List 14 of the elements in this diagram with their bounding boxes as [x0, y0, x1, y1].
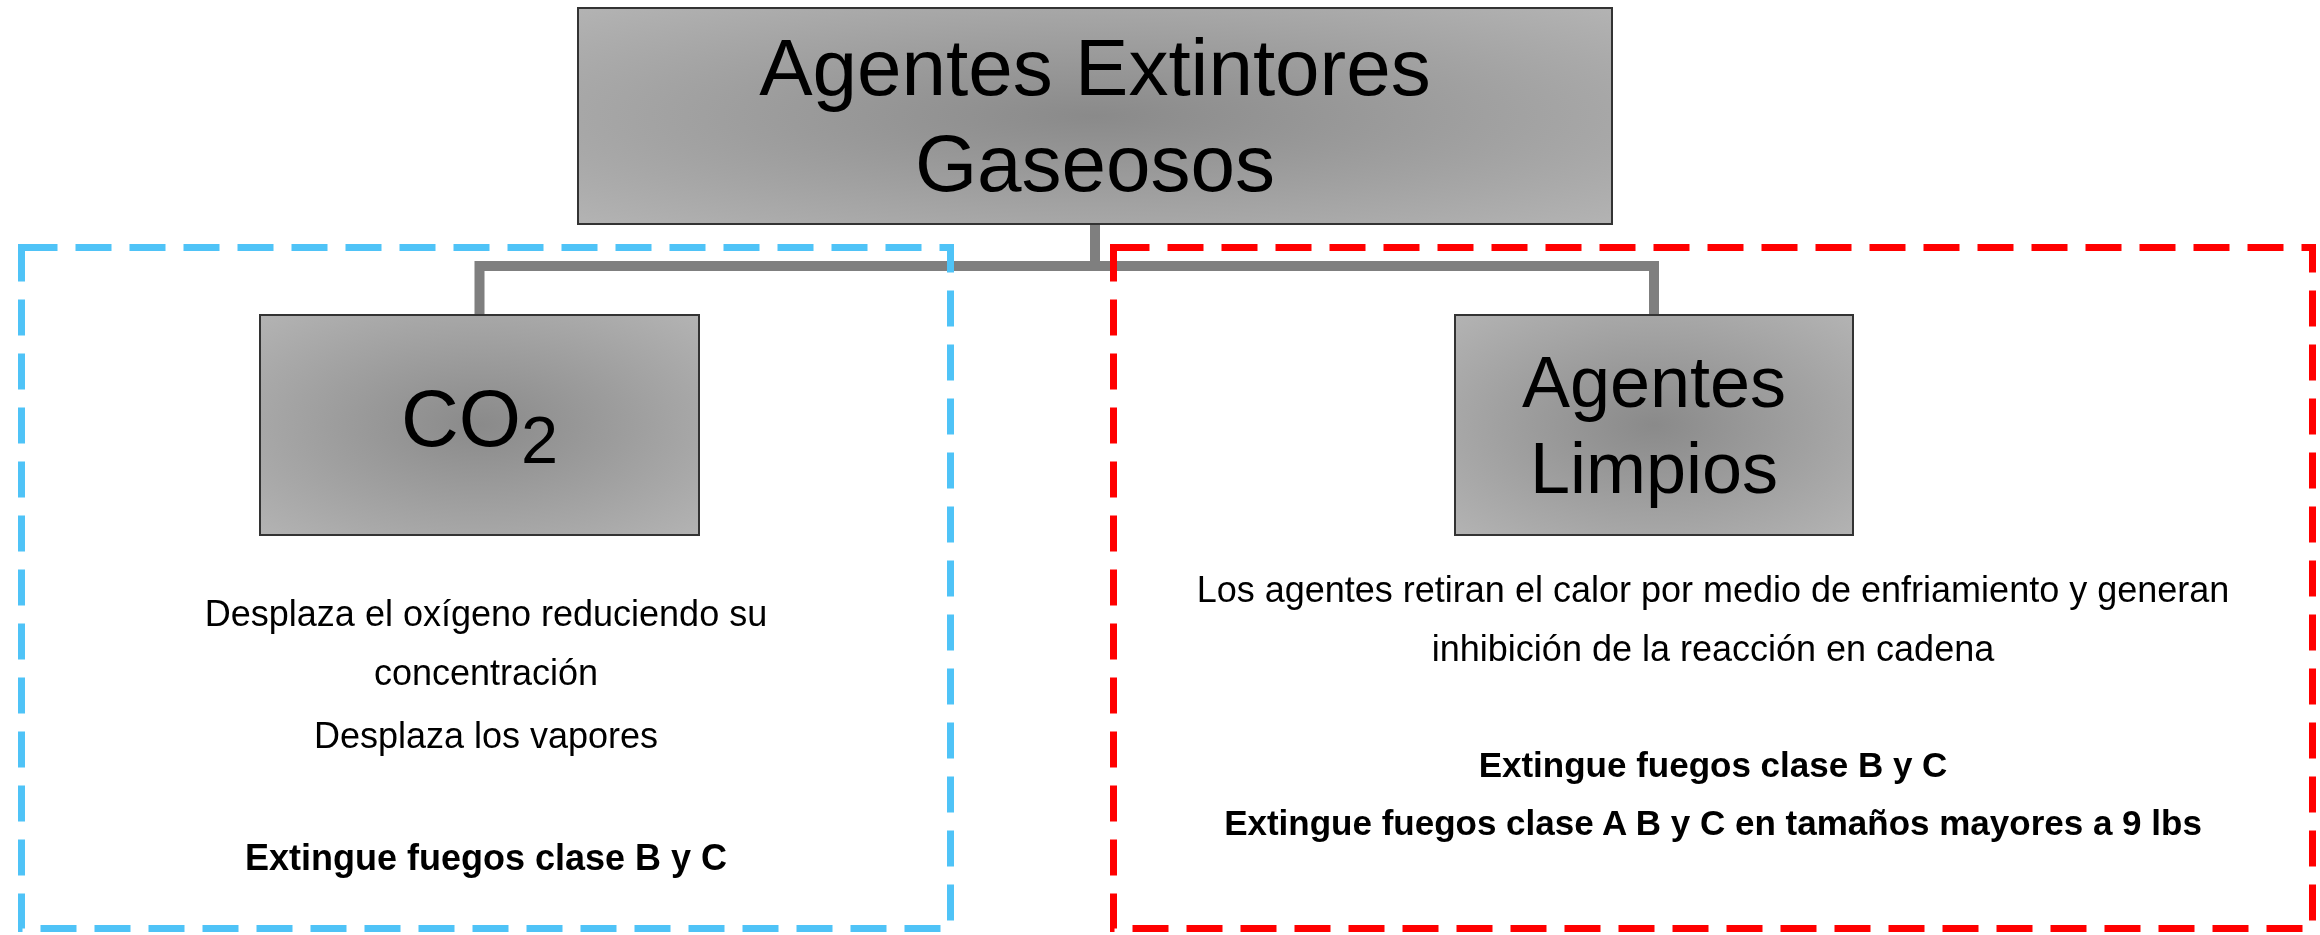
category-box [1454, 314, 1854, 536]
description-text: Desplaza los vapores [312, 714, 660, 758]
bold-note: Extingue fuegos clase A B y C en tamaños mayores a 9 lbs [1223, 802, 2203, 844]
bold-note: Extingue fuegos clase B y C [243, 836, 729, 880]
category-box [259, 314, 700, 536]
dashed-group-box [1110, 244, 2316, 932]
bold-note: Extingue fuegos clase B y C [1477, 744, 1949, 786]
box-title: Agentes Limpios [1520, 340, 1788, 510]
box-title: Agentes Extintores Gaseosos [758, 22, 1432, 210]
dashed-group-box [18, 244, 954, 932]
title-box [577, 7, 1613, 225]
description-text: Los agentes retiran el calor por medio de enfriamiento y generan inhibición de la reacción en cadena [1195, 568, 2231, 672]
description-text: Desplaza el oxígeno reduciendo su concentración [203, 592, 769, 696]
box-title: CO$_{2}$ [400, 372, 559, 479]
